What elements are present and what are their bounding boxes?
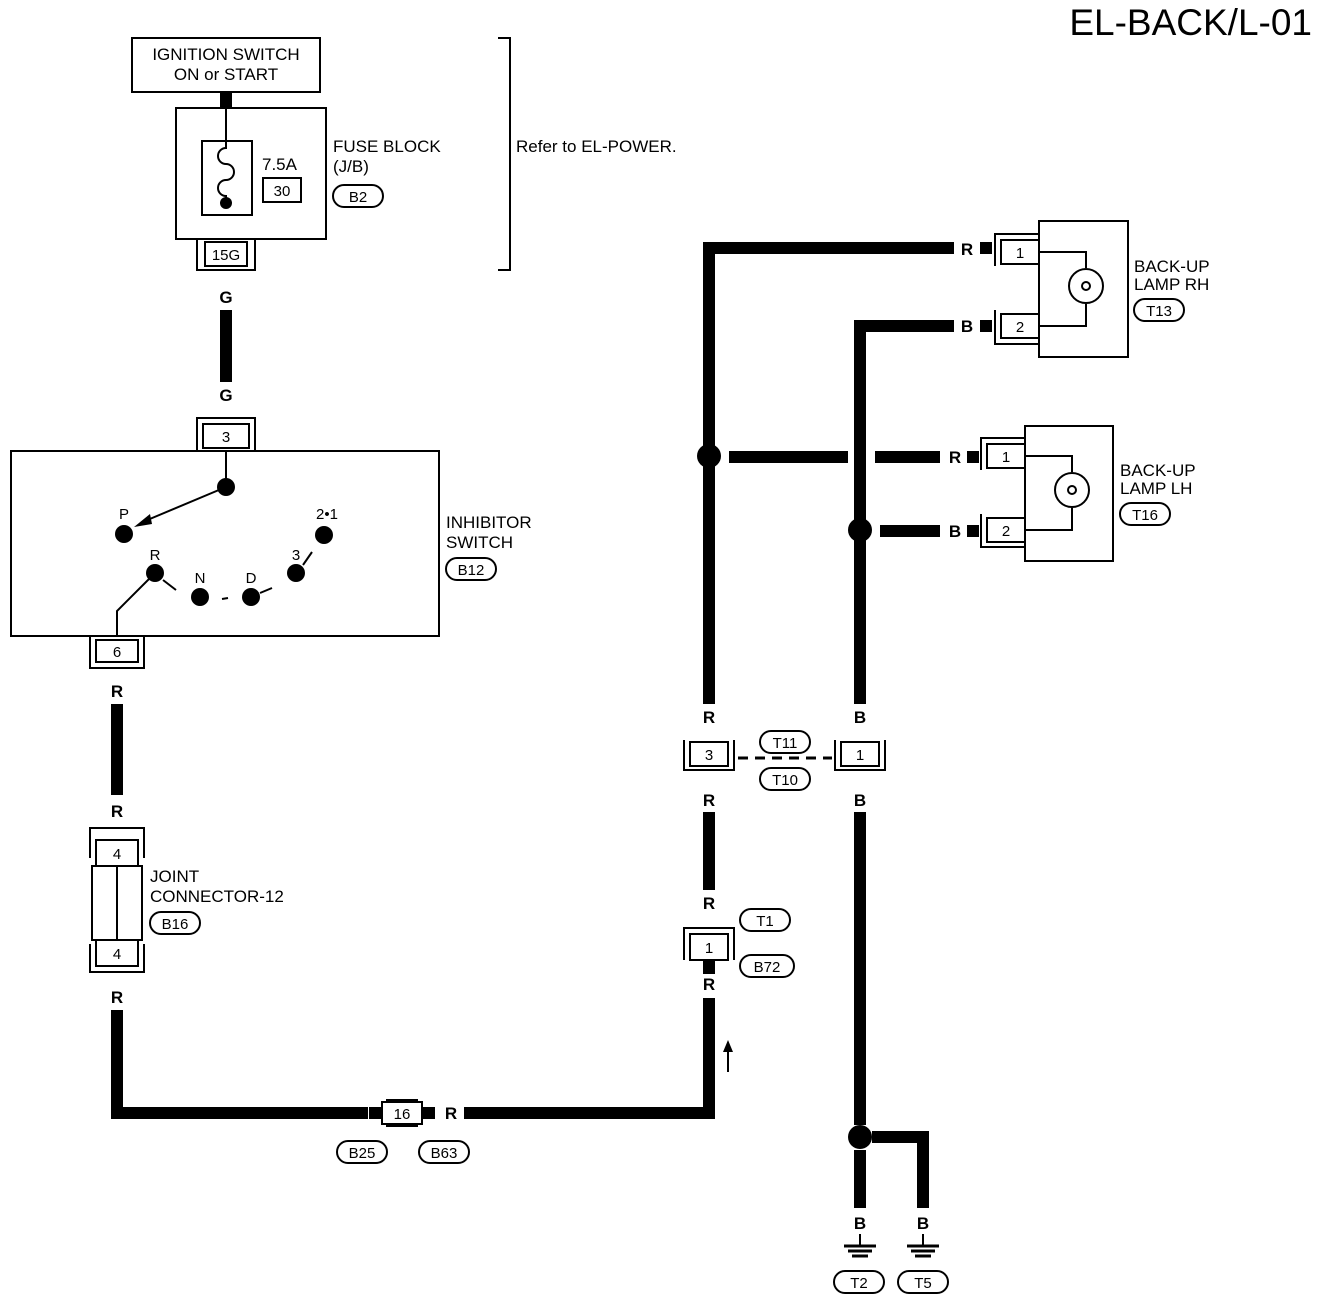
back-up-lamp-rh: 1 2 [994, 220, 1129, 358]
fuse-block: 7.5A 30 15G [175, 107, 327, 271]
lamp-rh-pin2: 2 [1016, 319, 1024, 336]
wire-label-r-8: R [703, 791, 715, 810]
wire-label-r-4: R [350, 1104, 362, 1123]
lamp-lh-pin1: 1 [1002, 449, 1010, 466]
lamp-rh-line2: LAMP RH [1134, 275, 1209, 294]
wire-label-b-rh: B [961, 317, 973, 336]
wire-label-r-6: R [703, 975, 715, 994]
joint-line2: CONNECTOR-12 [150, 887, 284, 906]
wire-label-r-9: R [703, 708, 715, 727]
inhibitor-switch: 3 P R N D 3 2•1 6 [10, 417, 440, 669]
connector-16-ref-right: B63 [431, 1145, 458, 1162]
wire-label-g-top: G [219, 288, 232, 307]
ignition-tab [220, 92, 232, 108]
connector-t1-ref-bottom: B72 [754, 959, 781, 976]
inhibitor-pin-in: 3 [222, 429, 230, 446]
connector-ref-bottom: T10 [772, 772, 798, 789]
wire-label-r-rh: R [961, 240, 973, 259]
inhibitor-line1: INHIBITOR [446, 513, 532, 532]
connector-t11-left: 3 [683, 740, 735, 771]
fuse-block-line1: FUSE BLOCK [333, 137, 441, 156]
fuse-number: 30 [274, 183, 291, 200]
ground-symbol-left [844, 1234, 876, 1258]
wire-label-b-1: B [854, 708, 866, 727]
back-up-lamp-lh: 1 2 [980, 425, 1114, 562]
connector-16-ref-left: B25 [349, 1145, 376, 1162]
inhibitor-pin-out: 6 [113, 644, 121, 661]
position-p: P [119, 506, 129, 523]
lamp-rh-bulb-icon [1068, 268, 1104, 304]
lamp-lh-line2: LAMP LH [1120, 479, 1192, 498]
connector-t1: 1 [683, 927, 735, 961]
ground-right-ref: T5 [914, 1275, 932, 1292]
fuse-connector-pin: 15G [212, 247, 240, 264]
wire-label-r-2: R [111, 802, 123, 821]
connector-ref-top: T11 [773, 735, 798, 752]
refer-note: Refer to EL-POWER. [516, 137, 677, 156]
fuse-block-line2: (J/B) [333, 157, 369, 176]
ignition-switch-box: IGNITION SWITCH ON or START [131, 37, 321, 93]
joint-connector: 4 4 [89, 827, 145, 973]
connector-t11-pin-left: 3 [705, 747, 713, 764]
joint-line1: JOINT [150, 867, 199, 886]
wire-label-r-3: R [111, 988, 123, 1007]
wire-label-r-5: R [445, 1104, 457, 1123]
up-arrow-icon [723, 1040, 733, 1072]
lamp-rh-ref: T13 [1146, 303, 1172, 320]
wire-label-b-lh: B [949, 522, 961, 541]
position-d: D [246, 570, 257, 587]
wire-label-b-4: B [917, 1214, 929, 1233]
wire-label-b-2: B [854, 791, 866, 810]
connector-t11-right: 1 [834, 740, 886, 771]
ground-left-ref: T2 [850, 1275, 868, 1292]
wire-label-r-1: R [111, 682, 123, 701]
wire-label-r-7: R [703, 894, 715, 913]
wire-label-r-lh: R [949, 448, 961, 467]
fuse-amps: 7.5A [262, 155, 298, 174]
fuse-block-ref: B2 [349, 189, 367, 206]
connector-t1-pin: 1 [705, 940, 713, 957]
position-r: R [150, 547, 161, 564]
lamp-lh-bulb-icon [1054, 472, 1090, 508]
joint-ref: B16 [162, 916, 189, 933]
position-2-1: 2•1 [316, 506, 338, 523]
ground-symbol-right [907, 1234, 939, 1258]
connector-t1-ref-top: T1 [756, 913, 774, 930]
connector-t11-pin-right: 1 [856, 747, 864, 764]
wire-label-b-3: B [854, 1214, 866, 1233]
ignition-line2: ON or START [174, 65, 278, 84]
inhibitor-line2: SWITCH [446, 533, 513, 552]
lamp-lh-pin2: 2 [1002, 523, 1010, 540]
wire-label-g-bottom: G [219, 386, 232, 405]
connector-16: 16 [381, 1099, 435, 1127]
joint-pin-bottom: 4 [113, 946, 121, 963]
connector-16-pin: 16 [394, 1106, 411, 1123]
ignition-line1: IGNITION SWITCH [152, 45, 299, 64]
lamp-rh-line1: BACK-UP [1134, 257, 1210, 276]
lamp-rh-pin1: 1 [1016, 245, 1024, 262]
inhibitor-ref: B12 [458, 562, 485, 579]
refer-bracket [498, 37, 511, 271]
lamp-lh-ref: T16 [1132, 507, 1158, 524]
joint-pin-top: 4 [113, 846, 121, 863]
page-title: EL-BACK/L-01 [1069, 2, 1312, 43]
position-3: 3 [292, 547, 300, 564]
position-n: N [195, 570, 206, 587]
lamp-lh-line1: BACK-UP [1120, 461, 1196, 480]
